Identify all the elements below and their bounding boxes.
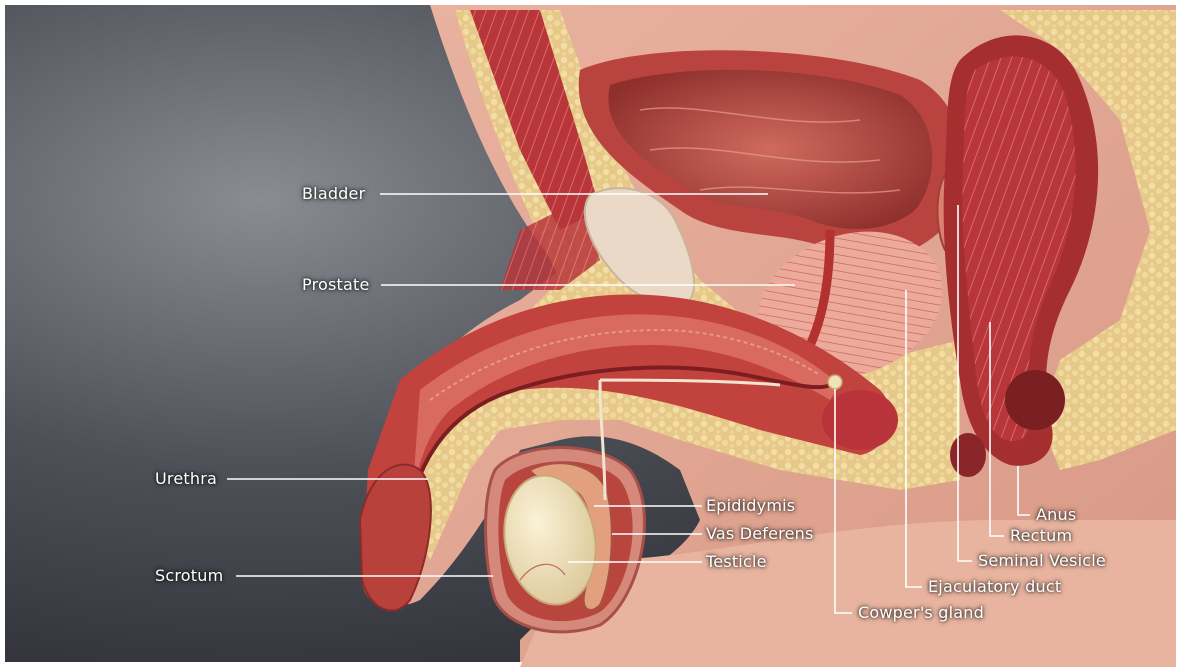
urethra-label: Urethra — [155, 469, 217, 489]
anus-label: Anus — [1036, 505, 1076, 525]
cowpers-gland-label: Cowper's gland — [858, 603, 984, 623]
prostate-label: Prostate — [302, 275, 370, 295]
testicle-label: Testicle — [706, 552, 767, 572]
cowpers-gland — [828, 375, 842, 389]
scrotum-label: Scrotum — [155, 566, 223, 586]
anus — [1005, 370, 1065, 430]
vas-deferens-label: Vas Deferens — [706, 524, 814, 544]
seminal-vesicle-label: Seminal Vesicle — [978, 551, 1106, 571]
bladder-label: Bladder — [302, 184, 365, 204]
ejaculatory-duct-label: Ejaculatory duct — [928, 577, 1061, 597]
epididymis-label: Epididymis — [706, 496, 795, 516]
rectum-label: Rectum — [1010, 526, 1072, 546]
